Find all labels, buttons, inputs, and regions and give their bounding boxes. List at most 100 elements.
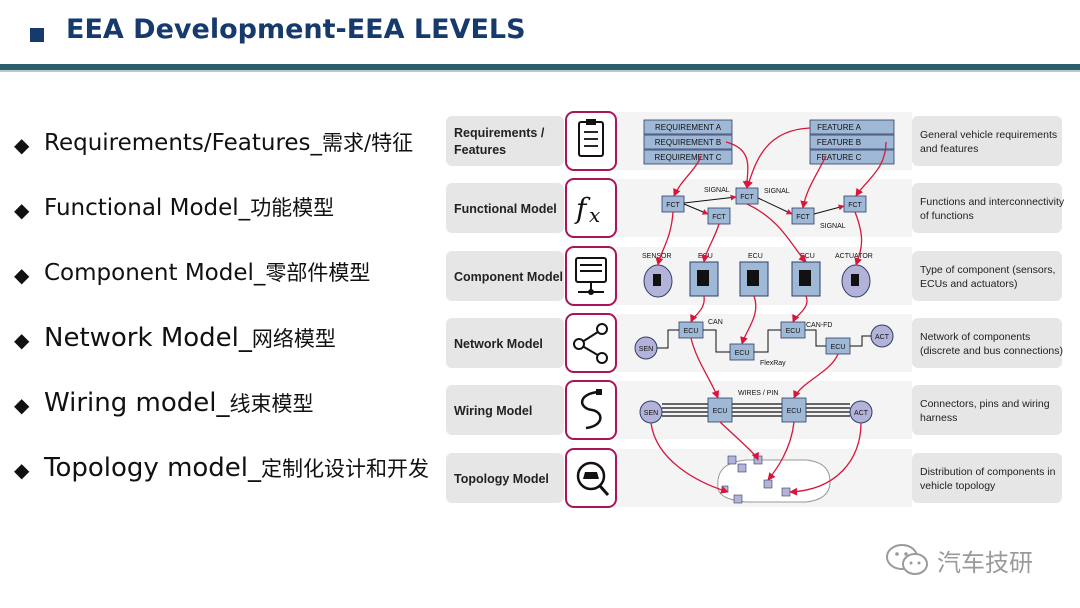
cable-icon [565, 380, 617, 440]
list-item-cn: 网络模型 [251, 327, 336, 351]
diamond-bullet-icon: ◆ [14, 198, 30, 222]
fct-label: FCT [740, 194, 754, 201]
feature-box [809, 119, 895, 135]
svg-text:x: x [589, 203, 600, 227]
row-label-bg [446, 251, 564, 301]
fct-label: FCT [796, 214, 810, 221]
requirement-box [643, 119, 733, 135]
watermark: 汽车技研 [885, 540, 1033, 580]
list-item: ◆ Requirements/Features_需求/特征 [14, 128, 444, 162]
list-item-en: Network Model_ [44, 323, 252, 353]
row-description: General vehicle requirements [920, 129, 1057, 141]
ecu-label: ECU [713, 408, 728, 415]
row-desc-bg [912, 385, 1062, 435]
feature-label: FEATURE B [817, 138, 861, 147]
fct-label: FCT [848, 202, 862, 209]
page-title: EEA Development-EEA LEVELS [66, 14, 526, 45]
sen-label: SEN [644, 410, 658, 417]
ecu-box [781, 397, 807, 423]
list-item-cn: 需求/特征 [322, 131, 414, 155]
row-description: Type of component (sensors, [920, 264, 1055, 276]
row-backgrounds [446, 112, 1062, 507]
row-label: Network Model [454, 337, 543, 351]
list-item-en: Topology model_ [44, 453, 262, 483]
signal-label: SIGNAL [820, 223, 846, 230]
ecu-label: ECU [786, 328, 801, 335]
row-label: Wiring Model [454, 404, 532, 418]
network-nodes-icon [565, 313, 617, 373]
clipboard-icon [565, 111, 617, 171]
list-item-en: Component Model_ [44, 260, 266, 286]
trace-arrows [650, 127, 887, 496]
row-label: Component Model [454, 270, 563, 284]
title-bullet-square [30, 28, 44, 42]
list-item: ◆ Topology model_定制化设计和开发 [14, 453, 444, 487]
ecu-label: ECU [748, 253, 763, 260]
list-item-cn: 线束模型 [229, 392, 314, 416]
row-label: Topology Model [454, 472, 549, 486]
row-desc-bg [912, 183, 1062, 233]
fct-label: FCT [712, 214, 726, 221]
diamond-bullet-icon: ◆ [14, 263, 30, 287]
wechat-icon [886, 544, 928, 575]
requirements-group: REQUIREMENT A REQUIREMENT B REQUIREMENT … [643, 119, 733, 165]
diamond-bullet-icon: ◆ [14, 458, 30, 482]
ecu-label: ECU [831, 344, 846, 351]
server-icon [565, 246, 617, 306]
row-label: Features [454, 143, 506, 157]
row-description: Network of components [920, 331, 1030, 343]
eea-levels-diagram: Requirements / Features Functional Model… [446, 111, 1065, 508]
list-item: ◆ Component Model_零部件模型 [14, 258, 444, 292]
list-item: ◆ Wiring model_线束模型 [14, 388, 444, 422]
act-label: ACT [854, 410, 869, 417]
features-group: FEATURE A FEATURE B FEATURE C [809, 119, 895, 165]
list-item: ◆ Functional Model_功能模型 [14, 193, 444, 227]
sensor-label: SENSOR [642, 253, 672, 260]
list-item-cn: 功能模型 [250, 196, 335, 220]
row-label-bg [446, 318, 564, 368]
row-label: Functional Model [454, 202, 557, 216]
list-item-en: Wiring model_ [44, 388, 230, 418]
requirement-box [643, 149, 733, 165]
wires-label: WIRES / PIN [738, 390, 778, 397]
diamond-bullet-icon: ◆ [14, 328, 30, 352]
diamond-bullet-icon: ◆ [14, 133, 30, 157]
row-desc-bg [912, 116, 1062, 166]
row-description: vehicle topology [920, 480, 996, 492]
act-label: ACT [875, 334, 890, 341]
actuator-label: ACTUATOR [835, 253, 873, 260]
ecu-label: ECU [800, 253, 815, 260]
row-description: Distribution of components in [920, 466, 1056, 478]
row-content-bg [616, 314, 912, 372]
row-description: ECUs and actuators) [920, 278, 1017, 290]
network-group: SEN ECU ECU ECU ECU ACT CAN CAN-FD FlexR… [634, 319, 894, 367]
signal-label: SIGNAL [764, 188, 790, 195]
row-desc-bg [912, 251, 1062, 301]
watermark-text: 汽车技研 [937, 548, 1033, 577]
fct-label: FCT [666, 202, 680, 209]
ecu-label: ECU [787, 408, 802, 415]
list-item-en: Requirements/Features_ [44, 130, 323, 156]
canfd-label: CAN-FD [806, 322, 832, 329]
row-label-bg [446, 385, 564, 435]
row-desc-bg [912, 318, 1062, 368]
row-label: Requirements / [454, 126, 545, 140]
car-search-icon [565, 448, 617, 508]
requirement-box [643, 134, 733, 150]
row-label-bg [446, 453, 564, 503]
can-label: CAN [708, 319, 723, 326]
title-divider-light [0, 70, 1080, 72]
topology-group [717, 455, 831, 504]
list-item-cn: 定制化设计和开发 [261, 457, 430, 481]
row-description: harness [920, 412, 957, 424]
list-item-cn: 零部件模型 [265, 261, 371, 285]
diamond-bullet-icon: ◆ [14, 393, 30, 417]
row-label-bg [446, 183, 564, 233]
feature-label: FEATURE A [817, 123, 862, 132]
row-description: (discrete and bus connections) [920, 345, 1063, 357]
row-description: Connectors, pins and wiring [920, 398, 1050, 410]
requirement-label: REQUIREMENT C [655, 153, 722, 162]
requirement-label: REQUIREMENT A [655, 123, 722, 132]
list-item-en: Functional Model_ [44, 195, 251, 221]
row-description: and features [920, 143, 978, 155]
